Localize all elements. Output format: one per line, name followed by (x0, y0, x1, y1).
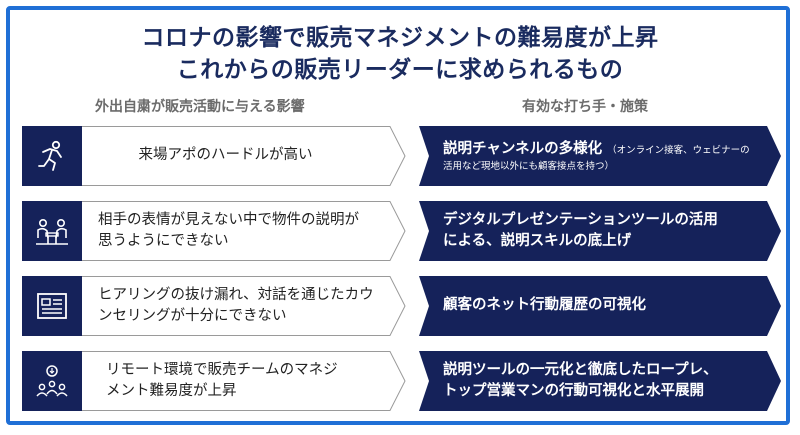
impact-row-3: ヒアリングの抜け漏れ、対話を通じたカウ ンセリングが十分にできない (22, 276, 406, 336)
measure-note-line2: 活用など現地以外にも顧客接点を持つ） (443, 160, 615, 172)
impact-text: 来場アポのハードルが高い (98, 126, 393, 186)
right-column-header: 有効な打ち手・施策 (522, 99, 648, 115)
document-list-icon (22, 276, 82, 336)
measure-line: 顧客のネット行動履歴の可視化 (443, 297, 646, 314)
measure-text: デジタルプレゼンテーションツールの活用 による、説明スキルの底上げ (443, 201, 758, 261)
measure-arrow-shape (419, 201, 781, 261)
impact-row-1: 来場アポのハードルが高い (22, 126, 406, 186)
measure-row-1: 説明チャンネルの多様化 （オンライン接客、ウェビナーの 活用など現地以外にも顧客… (419, 126, 781, 186)
measure-note: （オンライン接客、ウェビナーの (607, 144, 750, 156)
measure-line: トップ営業マンの行動可視化と水平展開 (443, 383, 704, 399)
impact-text: リモート環境で販売チームのマネジ メント難易度が上昇 (98, 351, 393, 411)
impact-line: メント難易度が上昇 (106, 383, 237, 399)
impact-line: 相手の表情が見えない中で物件の説明が (98, 211, 359, 228)
impact-row-4: リモート環境で販売チームのマネジ メント難易度が上昇 (22, 351, 406, 411)
impact-row-2: 相手の表情が見えない中で物件の説明が 思うようにできない (22, 201, 406, 261)
impact-text: 相手の表情が見えない中で物件の説明が 思うようにできない (98, 201, 393, 261)
measure-line: デジタルプレゼンテーションツールの活用 (443, 211, 718, 228)
slide-title-line1: コロナの影響で販売マネジメントの難易度が上昇 (141, 25, 659, 51)
impact-text: ヒアリングの抜け漏れ、対話を通じたカウ ンセリングが十分にできない (98, 276, 393, 336)
measure-row-3: 顧客のネット行動履歴の可視化 (419, 276, 781, 336)
impact-line: ンセリングが十分にできない (98, 308, 287, 324)
team-idea-icon (22, 351, 82, 411)
measure-line: 説明ツールの一元化と徹底したロープレ、 (443, 361, 718, 378)
running-person-icon (22, 126, 82, 186)
impact-line: 来場アポのハードルが高い (138, 147, 313, 164)
measure-text: 説明ツールの一元化と徹底したロープレ、 トップ営業マンの行動可視化と水平展開 (443, 351, 758, 411)
left-column-header: 外出自粛が販売活動に与える影響 (95, 99, 305, 115)
slide-title-line2: これからの販売リーダーに求められるもの (176, 57, 624, 83)
measure-arrow-shape (419, 126, 781, 186)
measure-main: 説明チャンネルの多様化 (443, 140, 603, 157)
measure-text: 説明チャンネルの多様化 （オンライン接客、ウェビナーの 活用など現地以外にも顧客… (443, 126, 758, 186)
impact-line: 思うようにできない (98, 233, 229, 249)
measure-arrow-shape (419, 351, 781, 411)
measure-row-4: 説明ツールの一元化と徹底したロープレ、 トップ営業マンの行動可視化と水平展開 (419, 351, 781, 411)
meeting-people-icon (22, 201, 82, 261)
impact-line: リモート環境で販売チームのマネジ (106, 361, 338, 378)
measure-text: 顧客のネット行動履歴の可視化 (443, 276, 758, 336)
measure-line: による、説明スキルの底上げ (443, 233, 632, 249)
impact-line: ヒアリングの抜け漏れ、対話を通じたカウ (98, 286, 374, 303)
measure-arrow-shape (419, 276, 781, 336)
measure-row-2: デジタルプレゼンテーションツールの活用 による、説明スキルの底上げ (419, 201, 781, 261)
